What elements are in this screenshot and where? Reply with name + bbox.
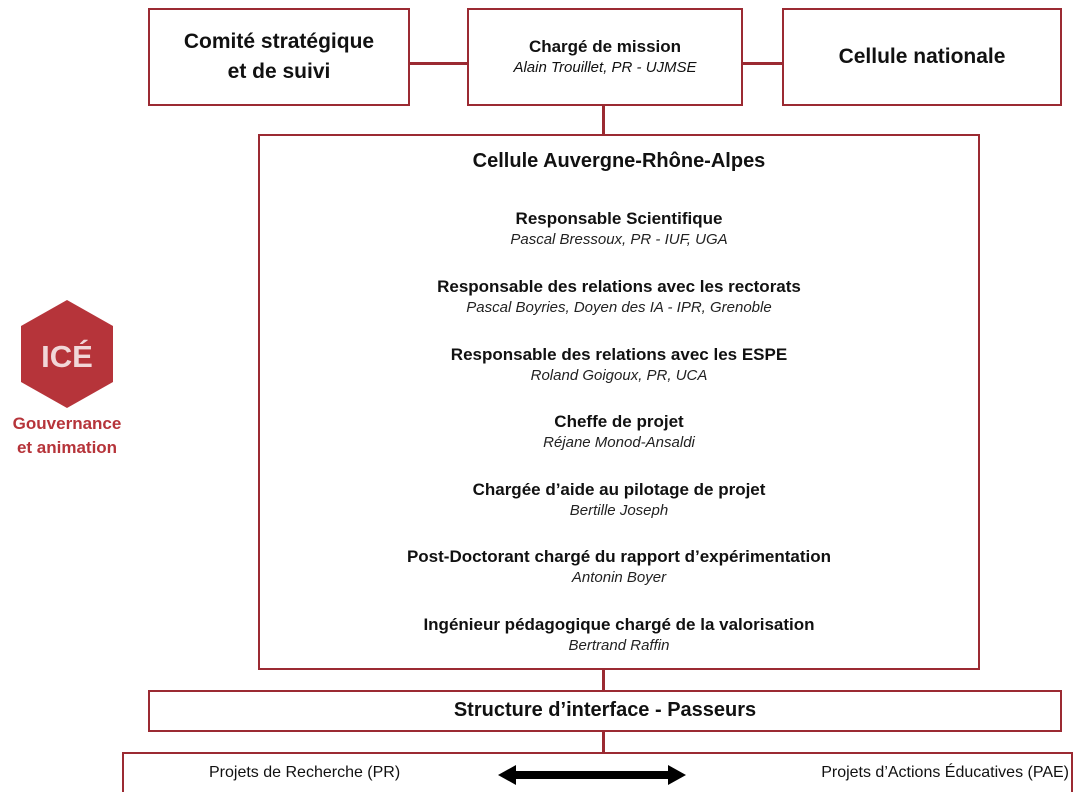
role-person: Antonin Boyer	[571, 569, 667, 586]
role-person: Bertille Joseph	[569, 502, 669, 519]
connector-line	[602, 732, 605, 752]
connector-line	[410, 62, 467, 65]
structure-interface-box: Structure d’interface - Passeurs	[148, 690, 1062, 732]
connector-line	[602, 670, 605, 690]
projets-actions-educatives-label: Projets d’Actions Éducatives (PAE)	[821, 764, 1069, 781]
cellule-ara-box: Cellule Auvergne-Rhône-Alpes Responsable…	[258, 134, 980, 670]
structure-interface-label: Structure d’interface - Passeurs	[453, 699, 757, 721]
role-title: Post-Doctorant chargé du rapport d’expér…	[406, 547, 832, 566]
cellule-nationale-box: Cellule nationale	[782, 8, 1062, 106]
charge-title: Chargé de mission	[528, 37, 682, 56]
role-title: Responsable des relations avec les ESPE	[450, 345, 788, 364]
role-item: Responsable des relations avec les ESPE …	[260, 344, 978, 386]
logo-caption-line1: Gouvernance	[12, 414, 122, 433]
comite-title-line1: Comité stratégique	[183, 30, 375, 53]
role-item: Post-Doctorant chargé du rapport d’expér…	[260, 546, 978, 588]
cellule-ara-heading: Cellule Auvergne-Rhône-Alpes	[472, 150, 766, 172]
role-item: Chargée d’aide au pilotage de projet Ber…	[260, 479, 978, 521]
comite-title-line2: et de suivi	[227, 60, 331, 83]
role-person: Pascal Boyries, Doyen des IA - IPR, Gren…	[466, 299, 772, 316]
logo-caption: Gouvernance et animation	[0, 412, 134, 460]
role-item: Responsable Scientifique Pascal Bressoux…	[260, 208, 978, 250]
role-item: Responsable des relations avec les recto…	[260, 276, 978, 318]
role-person: Bertrand Raffin	[568, 637, 670, 654]
cellule-nationale-title: Cellule nationale	[838, 45, 1006, 68]
role-title: Responsable des relations avec les recto…	[437, 277, 801, 296]
connector-line	[743, 62, 782, 65]
role-item: Ingénieur pédagogique chargé de la valor…	[260, 614, 978, 656]
logo-caption-line2: et animation	[16, 438, 118, 457]
projets-box: Projets de Recherche (PR) Projets d’Acti…	[122, 752, 1073, 792]
logo-text: ICÉ	[41, 339, 93, 374]
role-title: Ingénieur pédagogique chargé de la valor…	[423, 615, 815, 634]
role-title: Cheffe de projet	[554, 412, 684, 431]
role-person: Roland Goigoux, PR, UCA	[530, 367, 708, 384]
ice-logo-icon: ICÉ	[21, 300, 113, 408]
charge-de-mission-box: Chargé de mission Alain Trouillet, PR - …	[467, 8, 743, 106]
role-person: Réjane Monod-Ansaldi	[543, 434, 695, 451]
comite-strategique-box: Comité stratégique et de suivi	[148, 8, 410, 106]
role-title: Responsable Scientifique	[515, 209, 723, 228]
connector-line	[602, 106, 605, 134]
role-title: Chargée d’aide au pilotage de projet	[472, 480, 766, 499]
charge-name: Alain Trouillet, PR - UJMSE	[513, 59, 697, 76]
double-arrow-icon	[498, 765, 686, 785]
role-person: Pascal Bressoux, PR - IUF, UGA	[510, 231, 728, 248]
projets-recherche-label: Projets de Recherche (PR)	[209, 764, 401, 781]
role-item: Cheffe de projet Réjane Monod-Ansaldi	[260, 411, 978, 453]
